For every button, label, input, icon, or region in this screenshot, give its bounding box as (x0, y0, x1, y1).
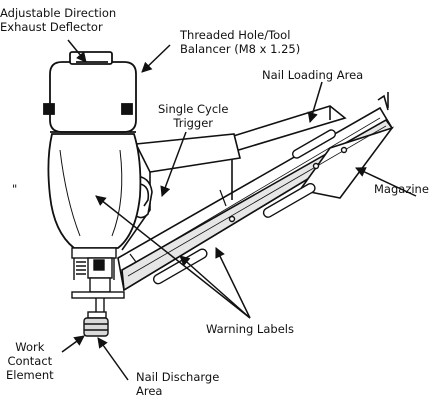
callout-arrows (61, 39, 417, 381)
arrow-threaded-hole (141, 44, 171, 73)
arrow-exhaust (67, 39, 87, 63)
label-line: Element (6, 368, 54, 382)
magazine-slots (152, 129, 348, 285)
arrow-nail-loading (307, 81, 323, 124)
label-line: Adjustable Direction (0, 6, 117, 20)
arrow-warning-mag2 (215, 247, 251, 319)
stray-quote-mark: " (12, 182, 18, 196)
arrow-warning-mag1 (179, 255, 251, 319)
label-line: Work (15, 340, 45, 354)
work-contact-element (83, 311, 109, 337)
nose-assembly (71, 247, 125, 312)
label-threaded-hole: Threaded Hole/Tool Balancer (M8 x 1.25) (180, 28, 300, 56)
label-exhaust-deflector: Adjustable Direction Exhaust Deflector (0, 6, 116, 34)
label-nail-loading-area: Nail Loading Area (262, 68, 364, 82)
cylinder-cap (43, 51, 137, 133)
arrow-work-contact (61, 335, 85, 353)
label-single-cycle-trigger: Single Cycle Trigger (158, 102, 228, 130)
label-line: Nail Discharge (136, 370, 220, 384)
label-magazine: Magazine (374, 182, 429, 196)
arrow-nail-discharge (97, 337, 129, 381)
label-line: Single Cycle (158, 102, 229, 116)
arrow-magazine (355, 167, 417, 197)
label-line: Balancer (M8 x 1.25) (180, 42, 301, 56)
label-line: Area (136, 384, 163, 398)
label-line: Exhaust Deflector (0, 20, 103, 34)
arrow-warning-body (95, 195, 251, 319)
main-body (47, 133, 142, 249)
label-line: Threaded Hole/Tool (180, 28, 291, 42)
arrow-trigger (160, 131, 187, 197)
label-warning-labels: Warning Labels (206, 322, 294, 336)
label-nail-discharge-area: Nail Discharge Area (136, 370, 219, 398)
warning-label-marks (129, 189, 227, 263)
label-work-contact-element: Work Contact Element (6, 340, 54, 382)
label-line: Trigger (173, 116, 214, 130)
label-line: Contact (7, 354, 53, 368)
